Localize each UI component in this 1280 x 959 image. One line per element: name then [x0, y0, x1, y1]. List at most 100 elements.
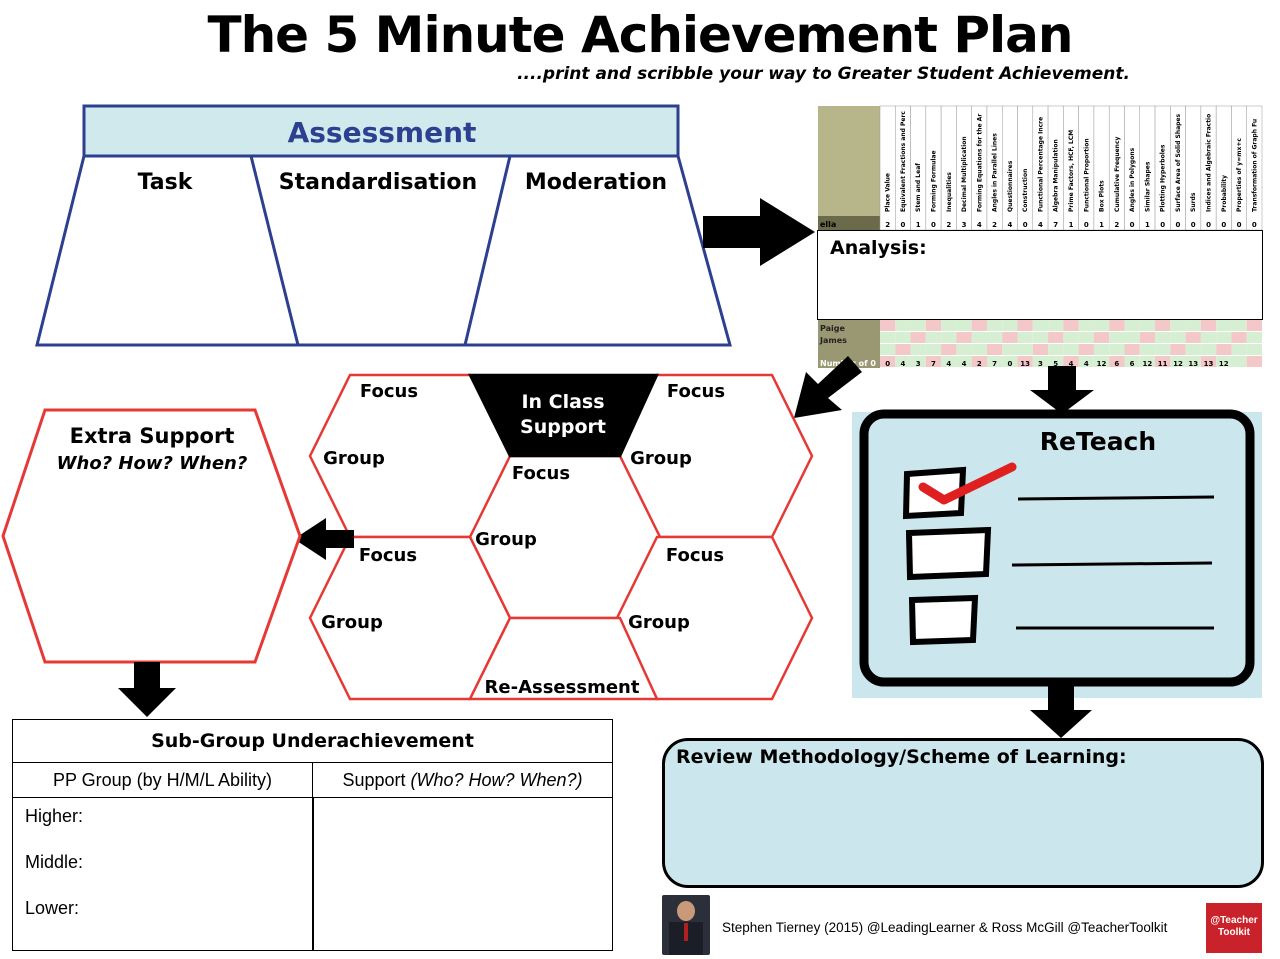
- sheet-cell-band: [1231, 332, 1247, 343]
- sheet-cell-band: [941, 332, 957, 343]
- sheet-cell: 6: [1130, 360, 1135, 368]
- sheet-cell-band: [1124, 356, 1140, 367]
- analysis-box[interactable]: [817, 230, 1263, 320]
- hex-center-focus: Focus: [512, 463, 570, 484]
- assessment-col-moderation: Moderation: [525, 170, 667, 195]
- sheet-cell-band: [1017, 344, 1033, 355]
- hex-tl-focus: Focus: [360, 381, 418, 402]
- sheet-cell-band: [1032, 320, 1049, 331]
- subgroup-table: Sub-Group Underachievement PP Group (by …: [12, 719, 613, 951]
- sheet-cell: 12: [1143, 360, 1153, 368]
- subgroup-col-support-prefix: Support: [342, 770, 411, 790]
- sheet-cell: 2: [1114, 221, 1119, 229]
- sheet-cell-band: [1093, 332, 1110, 343]
- sheet-cell-band: [925, 320, 942, 331]
- assessment-header-box: [82, 104, 680, 158]
- sheet-column-header: Box Plots: [1099, 180, 1106, 212]
- sheet-cell-band: [1216, 320, 1232, 331]
- arrow-down-to-subgroup: [118, 662, 176, 717]
- sheet-cell-band: [1200, 344, 1217, 355]
- sheet-column-header: Surface Area of Solid Shapes: [1175, 113, 1182, 212]
- sheet-cell-band: [1032, 344, 1049, 355]
- sheet-cell-band: [956, 344, 972, 355]
- sheet-cell-band: [1063, 344, 1079, 355]
- review-label: Review Methodology/Scheme of Learning:: [676, 746, 1127, 768]
- review-box[interactable]: [662, 738, 1264, 888]
- sheet-cell-band: [910, 332, 926, 343]
- sheet-cell-band: [1200, 320, 1217, 331]
- sheet-column-header: Stem and Leaf: [915, 163, 922, 212]
- sheet-cell: 1: [1099, 221, 1104, 229]
- sheet-cell-band: [1124, 320, 1140, 331]
- sheet-cell: 3: [962, 221, 967, 229]
- footer-credit: Stephen Tierney (2015) @LeadingLearner &…: [722, 920, 1168, 935]
- arrow-down-to-review: [1030, 684, 1092, 738]
- sheet-cell-band: [910, 344, 926, 355]
- sheet-cell-band: [1017, 320, 1033, 331]
- sheet-column-header: Forming Formulae: [930, 150, 937, 212]
- sheet-cell-band: [1093, 320, 1110, 331]
- sheet-cell-band: [1139, 344, 1156, 355]
- sheet-cell-band: [1200, 356, 1217, 367]
- sheet-cell-band: [880, 344, 896, 355]
- subgroup-col-support: Support (Who? How? When?): [313, 763, 612, 798]
- hex-bl-focus: Focus: [359, 545, 417, 566]
- sheet-cell-band: [1078, 344, 1094, 355]
- assessment-heading: Assessment: [288, 116, 477, 149]
- sheet-cell: 0: [1191, 221, 1196, 229]
- sheet-cell: 12: [1097, 360, 1107, 368]
- reassessment-cell: [467, 616, 659, 701]
- sheet-cell: 0: [1237, 221, 1242, 229]
- logo-line2: Toolkit: [1217, 927, 1251, 938]
- sheet-cell: 0: [900, 221, 905, 229]
- sheet-column-header: Functional Percentage Incre: [1037, 117, 1044, 212]
- sheet-cell: 13: [1020, 360, 1030, 368]
- sheet-cell-band: [1185, 356, 1201, 367]
- sheet-cell-band: [971, 356, 987, 367]
- sheet-cell-band: [1185, 332, 1201, 343]
- sheet-cell: 7: [1053, 221, 1058, 229]
- checkbox-2: [905, 526, 992, 581]
- sheet-column-header: Surds: [1190, 192, 1197, 212]
- sheet-cell-band: [1246, 332, 1262, 343]
- sheet-cell-band: [1139, 332, 1156, 343]
- sheet-cell-band: [880, 320, 896, 331]
- sheet-cell-band: [1170, 320, 1186, 331]
- hex-tr-focus: Focus: [667, 381, 725, 402]
- sheet-cell-band: [1155, 320, 1171, 331]
- subgroup-row-higher: Higher:: [25, 806, 84, 826]
- sheet-cell: 3: [916, 360, 921, 368]
- sheet-cell: 0: [1252, 221, 1257, 229]
- hex-br-focus: Focus: [666, 545, 724, 566]
- in-class-support-line2: Support: [520, 416, 606, 438]
- sheet-column-header: Angles in Polygons: [1129, 147, 1136, 212]
- sheet-cell: 12: [1219, 360, 1229, 368]
- check-mark-icon: [918, 462, 1017, 505]
- subgroup-column-divider: [312, 798, 314, 950]
- sheet-column-header: Similar Shapes: [1144, 161, 1151, 212]
- sheet-cell: 11: [1158, 360, 1168, 368]
- arrow-diagonal-to-hexgrid: [794, 356, 862, 418]
- sheet-cell-band: [941, 344, 957, 355]
- sheet-cell: 0: [885, 360, 890, 368]
- sheet-cell-band: [1185, 344, 1201, 355]
- sheet-cell: 0: [931, 221, 936, 229]
- sheet-cell: 0: [1023, 221, 1028, 229]
- sheet-column-header: Properties of y=mx+c: [1236, 138, 1243, 212]
- sheet-cell: 3: [1038, 360, 1043, 368]
- sheet-cell: 4: [900, 360, 905, 368]
- hex-br-group: Group: [628, 612, 690, 633]
- analysis-label: Analysis:: [830, 237, 927, 259]
- sheet-cell-band: [1170, 344, 1186, 355]
- sheet-cell-band: [895, 356, 911, 367]
- sheet-cell-band: [1048, 356, 1064, 367]
- sheet-cell-band: [1231, 356, 1247, 367]
- assessment-col-task: Task: [138, 170, 194, 195]
- sheet-cell-band: [1139, 356, 1156, 367]
- sheet-cell-band: [1109, 332, 1125, 343]
- sheet-cell-band: [1002, 320, 1018, 331]
- extra-support-hexagon: [1, 408, 302, 664]
- reteach-lines: [1011, 495, 1215, 630]
- hex-tl-group: Group: [323, 448, 385, 469]
- sheet-cell-band: [1002, 344, 1018, 355]
